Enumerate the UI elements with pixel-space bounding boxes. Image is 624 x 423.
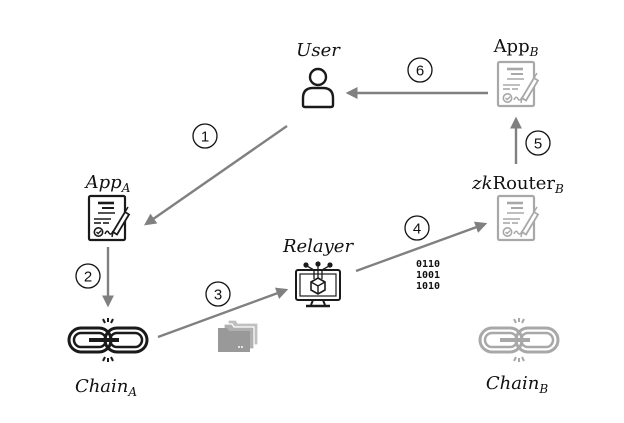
arrow-step-4	[355, 221, 488, 273]
signed-document-icon	[87, 194, 131, 242]
app-b-label: AppB	[493, 36, 539, 59]
node-chain-a: ChainA	[67, 316, 149, 399]
step-number: 4	[413, 221, 421, 238]
node-app-a: AppA	[84, 172, 131, 242]
chain-a-label: ChainA	[75, 376, 137, 399]
user-icon	[301, 67, 335, 109]
folders-icon	[218, 319, 259, 352]
node-zkrouter-b: zkRouterB	[471, 173, 564, 242]
chain-b-subscript: B	[538, 382, 548, 396]
zkrouter-prefix: zk	[471, 173, 492, 194]
step-number: 5	[534, 136, 542, 153]
monitor-blockchain-icon	[295, 261, 341, 308]
app-a-label: AppA	[84, 172, 131, 195]
binary-line: 0110	[416, 259, 440, 270]
zkrouter-label: zkRouterB	[471, 173, 564, 196]
binary-data: 0110 1001 1010	[416, 259, 440, 292]
binary-line: 1001	[416, 270, 440, 281]
signed-document-icon	[496, 60, 540, 108]
app-b-subscript: B	[529, 45, 539, 59]
zkrouter-name: Router	[493, 173, 556, 194]
relayer-label: Relayer	[282, 236, 355, 257]
app-b-name: App	[493, 36, 530, 57]
step-number: 6	[416, 63, 424, 80]
step-badge-6: 6	[407, 57, 433, 83]
user-label: User	[296, 40, 341, 61]
broken-chain-icon	[478, 316, 560, 364]
arrow-step-3	[157, 287, 289, 339]
app-a-name: App	[84, 172, 123, 193]
step-badge-3: 3	[205, 281, 231, 307]
step-badge-5: 5	[525, 130, 551, 156]
binary-line: 1010	[416, 281, 440, 292]
node-app-b: AppB	[493, 36, 540, 108]
step-number: 1	[201, 129, 209, 146]
broken-chain-icon	[67, 316, 149, 364]
step-badge-1: 1	[192, 123, 218, 149]
chain-b-name: Chain	[486, 373, 539, 394]
chain-b-label: ChainB	[486, 373, 548, 396]
edges	[102, 87, 522, 339]
node-chain-b: ChainB	[478, 316, 560, 396]
step-number: 2	[84, 269, 92, 286]
zkrouter-subscript: B	[554, 182, 564, 196]
chain-a-subscript: A	[127, 385, 137, 399]
node-relayer: Relayer	[282, 236, 355, 308]
step-number: 3	[214, 287, 222, 304]
arrow-step-1	[144, 125, 288, 226]
node-user: User	[296, 40, 341, 109]
chain-a-name: Chain	[75, 376, 128, 397]
signed-document-icon	[496, 194, 540, 242]
step-badge-4: 4	[404, 215, 430, 241]
step-badge-2: 2	[75, 263, 101, 289]
app-a-subscript: A	[121, 181, 131, 195]
